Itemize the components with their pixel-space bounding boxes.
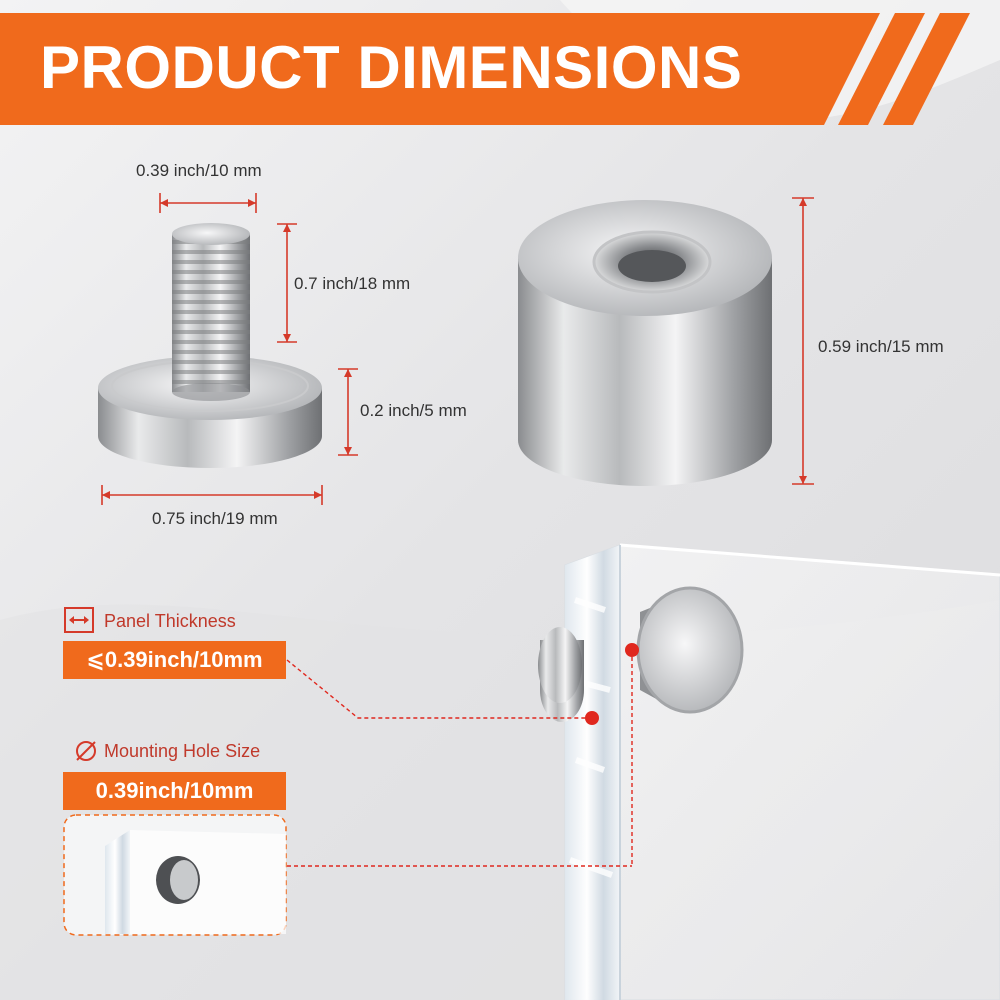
diameter-icon [76,741,96,761]
panel-thickness-title: Panel Thickness [104,611,236,631]
cap-illustration [518,200,772,486]
mounting-hole-inset [63,814,287,936]
standoff-back [538,627,584,722]
screw-dimension-lines [101,193,358,505]
base-height-label: 0.2 inch/5 mm [360,401,467,420]
mounting-hole-value: 0.39inch/10mm [63,772,286,810]
cap-dimension-line [792,197,814,485]
screw-illustration [98,223,322,468]
thread-diameter-label: 0.39 inch/10 mm [136,161,262,180]
base-diameter-label: 0.75 inch/19 mm [152,509,278,528]
mounting-hole-title: Mounting Hole Size [104,741,261,761]
marker-dots [585,643,639,725]
page-title: PRODUCT DIMENSIONS [40,34,743,101]
standoff-front [636,586,744,714]
header-banner [0,13,970,125]
leader-lines [286,650,633,867]
acrylic-panel [564,543,1000,1000]
thread-length-label: 0.7 inch/18 mm [294,274,411,293]
panel-thickness-value: ⩽0.39inch/10mm [63,641,286,679]
cap-height-label: 0.59 inch/15 mm [818,337,944,356]
double-arrow-icon [64,607,94,633]
